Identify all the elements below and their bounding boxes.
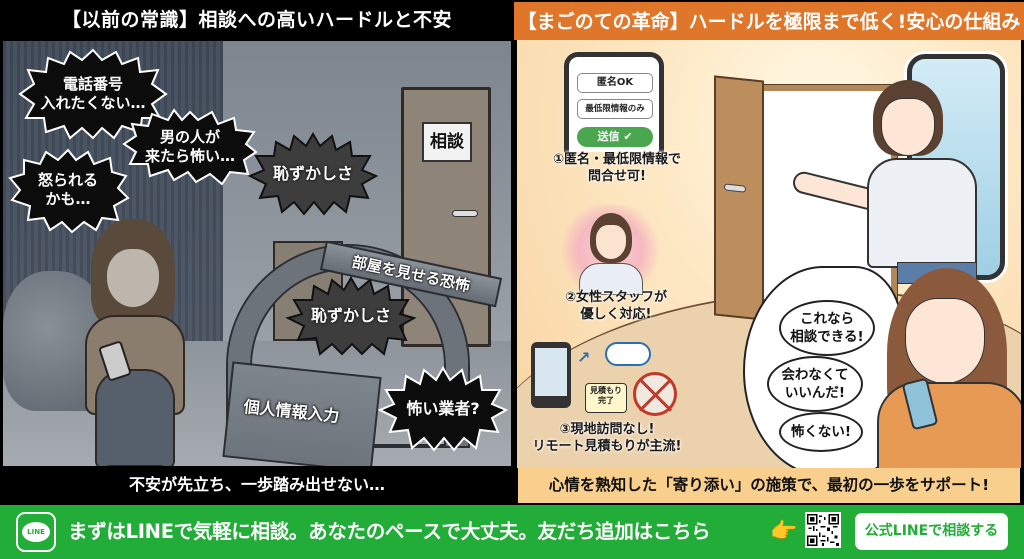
door-sign: 相談 — [422, 122, 472, 162]
line-logo-label: LINE — [22, 522, 50, 542]
anonymous-ok-field: 匿名OK — [577, 73, 653, 93]
line-logo-icon[interactable]: LINE — [16, 512, 56, 552]
face — [596, 225, 626, 259]
before-panel-title: 【以前の常識】相談への高いハードルと不安 — [61, 9, 452, 31]
shirt — [579, 263, 643, 295]
thought-bubble-text: 電話番号 入れたくない… — [40, 75, 146, 112]
pointing-hand-icon: 👉 — [770, 519, 798, 544]
speech-bubble-no-meeting: 会わなくて いいんだ! — [767, 356, 863, 412]
legs — [95, 369, 175, 466]
feature-2-caption: ②女性スタッフが 優しく対応! — [564, 290, 667, 322]
send-button: 送信 ✔ — [577, 127, 653, 147]
woman-sweater — [877, 382, 1021, 468]
thought-bubble-scolded: 怒られる かも… — [8, 148, 130, 234]
barrier-personal-info: 個人情報入力 — [222, 361, 382, 466]
anxious-woman-figure — [73, 219, 193, 466]
shield-check-icon: ✔ — [623, 130, 633, 143]
staff-polo-shirt — [867, 158, 977, 268]
cloud-icon — [605, 342, 651, 366]
barrier-shame-bottom-label: 恥ずかしさ — [310, 306, 391, 325]
cta-message: まずはLINEで気軽に相談。あなたのペースで大丈夫。友だち追加はこちら — [68, 520, 711, 543]
estimate-complete-badge: 見積もり 完了 — [585, 383, 627, 413]
female-staff-on-phone — [555, 205, 665, 295]
face — [107, 249, 159, 307]
before-panel-caption: 不安が先立ち、一歩踏み出せない… — [128, 475, 385, 494]
smiling-staff-face — [881, 98, 935, 156]
barrier-scary-vendor-label: 怖い業者? — [406, 399, 480, 418]
door-knob-icon — [724, 183, 746, 193]
after-panel: 【まごのての革命】ハードルを極限まで低く!安心の仕組み 匿名OK 最低限情報のみ… — [514, 0, 1024, 505]
barrier-shame-top-label: 恥ずかしさ — [272, 164, 353, 183]
after-panel-title: 【まごのての革命】ハードルを極限まで低く!安心の仕組み — [514, 0, 1024, 40]
thought-bubble-man-visit: 男の人が 来たら怖い… — [122, 108, 258, 186]
barrier-scary-vendor: 怖い業者? — [377, 366, 509, 452]
qr-code[interactable] — [805, 512, 841, 548]
barrier-personal-info-label: 個人情報入力 — [242, 396, 341, 426]
anonymous-form-phone: 匿名OK 最低限情報のみ 送信 ✔ — [564, 52, 664, 152]
barrier-shame-top: 恥ずかしさ — [247, 132, 379, 216]
feature-3-caption: ③現地訪問なし! リモート見積もりが主流! — [532, 422, 682, 454]
bright-room-illustration: 匿名OK 最低限情報のみ 送信 ✔ ①匿名・最低限情報で 問合せ可! ②女性スタ… — [517, 40, 1021, 468]
qr-code-icon — [807, 514, 839, 546]
thought-bubble-text: 怒られる かも… — [37, 171, 98, 208]
thought-bubble-phone-number: 電話番号 入れたくない… — [18, 48, 168, 140]
minimal-info-field: 最低限情報のみ — [577, 99, 653, 119]
official-line-consult-button[interactable]: 公式LINEで相談する — [855, 513, 1008, 550]
thought-bubble-text: 男の人が 来たら怖い… — [144, 128, 235, 165]
speech-bubble-not-scary: 怖くない! — [779, 412, 863, 452]
upload-arrow-icon: ↗ — [577, 348, 591, 367]
remote-estimate-phone — [531, 342, 571, 408]
send-button-label: 送信 — [597, 130, 620, 143]
line-cta-banner: LINE まずはLINEで気軽に相談。あなたのペースで大丈夫。友だち追加はこちら… — [0, 505, 1024, 559]
feature-1-caption: ①匿名・最低限情報で 問合せ可! — [552, 152, 681, 184]
before-panel: 【以前の常識】相談への高いハードルと不安 相談 部屋を見せる恐怖 個人情報入力 … — [0, 0, 514, 505]
dark-room-illustration: 相談 部屋を見せる恐怖 個人情報入力 — [3, 41, 511, 466]
open-door — [714, 75, 764, 321]
no-visit-icon — [633, 372, 677, 416]
room-photo-icon — [535, 348, 567, 396]
speech-bubble-can-consult: これなら 相談できる! — [779, 300, 875, 356]
after-panel-caption: 心情を熟知した「寄り添い」の施策で、最初の一歩をサポート! — [518, 468, 1020, 503]
barrier-shame-bottom: 恥ずかしさ — [285, 276, 417, 356]
relieved-woman-face — [905, 298, 985, 384]
door-knob-icon — [452, 210, 478, 217]
